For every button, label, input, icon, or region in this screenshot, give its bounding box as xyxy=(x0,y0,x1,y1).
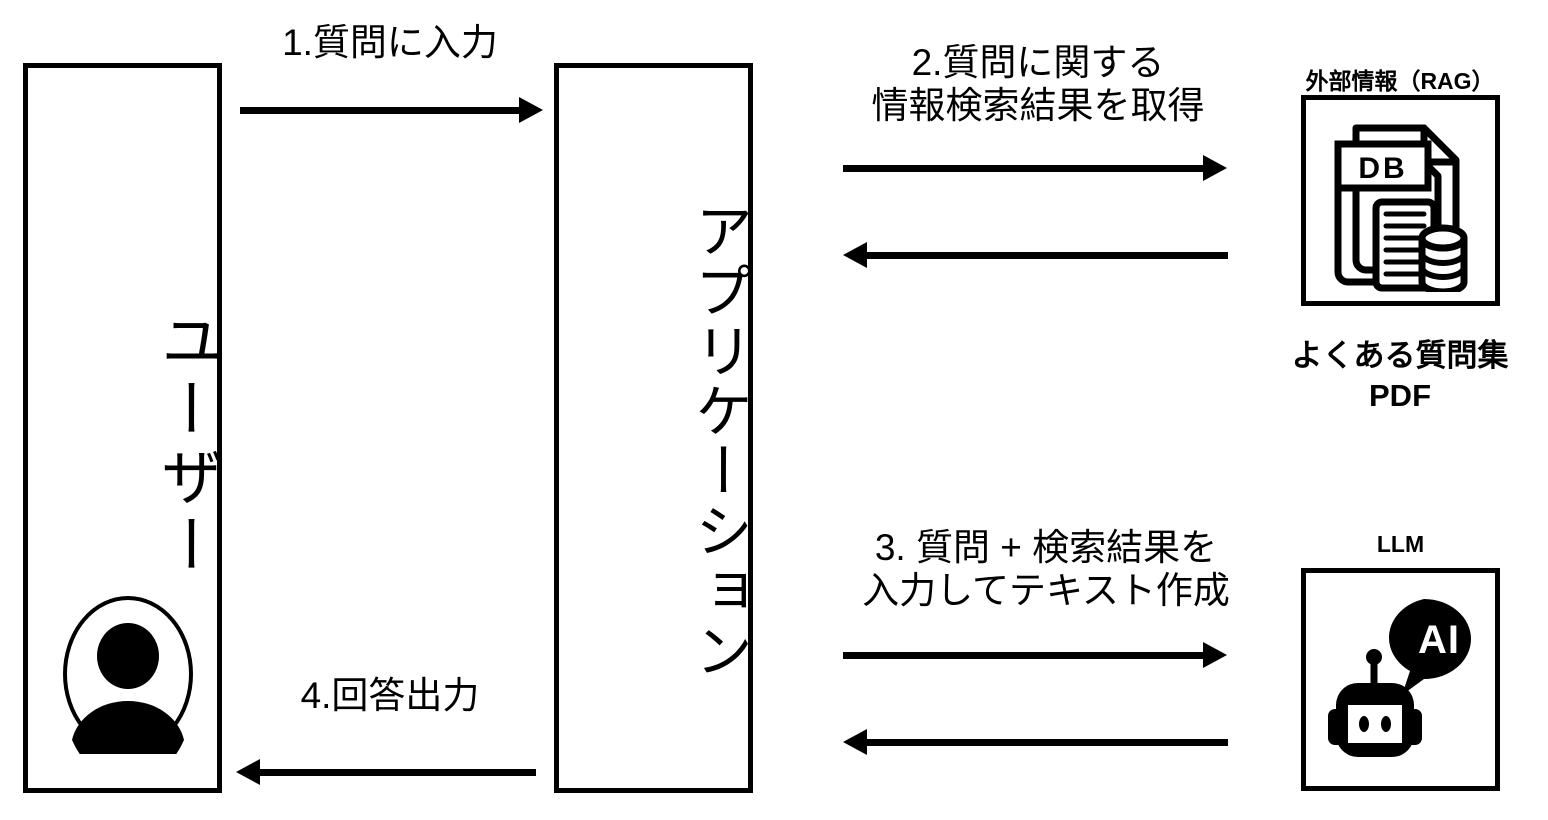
step-2-label: 2.質問に関する 情報検索結果を取得 xyxy=(871,42,1205,126)
actor-label-user: ユーザー xyxy=(151,309,220,581)
resource-box-rag[interactable]: DB xyxy=(1301,95,1500,306)
arrowhead-left-icon xyxy=(843,729,867,755)
ai-robot-icon: AI xyxy=(1326,591,1496,771)
document-database-icon: DB xyxy=(1322,110,1482,292)
arrowhead-right-icon xyxy=(519,97,543,123)
resource-box-llm[interactable]: AI xyxy=(1301,568,1500,791)
actor-label-application: アプリケーション xyxy=(686,201,751,681)
arrowhead-left-icon xyxy=(236,759,260,785)
resource-title-rag: 外部情報（RAG） xyxy=(1305,68,1495,94)
step-4-label: 4.回答出力 xyxy=(300,675,480,716)
arrowhead-right-icon xyxy=(1203,155,1227,181)
user-avatar xyxy=(61,594,195,754)
document-db-text: DB xyxy=(1358,152,1407,185)
robot-ai-text: AI xyxy=(1418,618,1460,662)
step-3-label: 3. 質問 + 検索結果を 入力してテキスト作成 xyxy=(862,527,1230,611)
actor-box-application[interactable]: アプリケーション xyxy=(554,63,753,793)
resource-title-llm: LLM xyxy=(1376,531,1425,557)
arrowhead-left-icon xyxy=(843,242,867,268)
resource-caption-rag: よくある質問集 PDF xyxy=(1291,338,1509,413)
actor-box-user[interactable]: ユーザー xyxy=(23,63,222,793)
step-1-label: 1.質問に入力 xyxy=(282,22,498,63)
arrowhead-right-icon xyxy=(1203,642,1227,668)
